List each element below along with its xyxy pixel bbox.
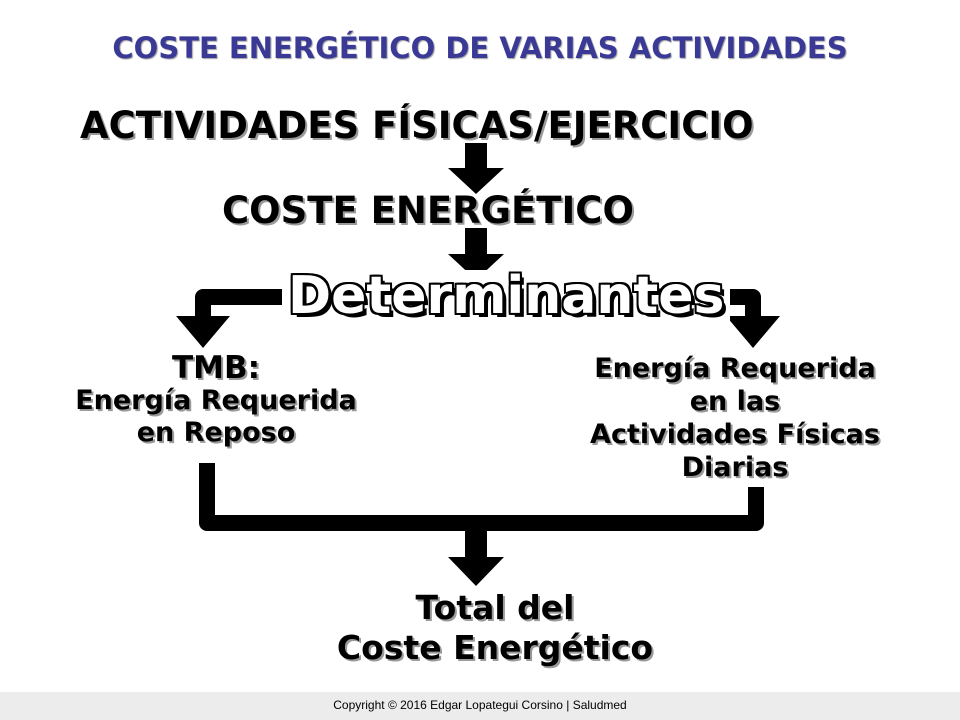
node-activities: ACTIVIDADES FÍSICAS/EJERCICIO bbox=[80, 104, 754, 147]
tmb-heading: TMB: bbox=[171, 350, 261, 386]
daily-line-3: Actividades Físicas bbox=[590, 419, 880, 450]
tmb-line-2: en Reposo bbox=[136, 417, 296, 448]
daily-line-2: en las bbox=[689, 386, 781, 417]
slide-title: COSTE ENERGÉTICO DE VARIAS ACTIVIDADES bbox=[112, 31, 848, 65]
arrow-cost-to-determinants bbox=[448, 228, 504, 280]
daily-line-4: Diarias bbox=[681, 452, 789, 483]
copyright-text: Copyright © 2016 Edgar Lopategui Corsino… bbox=[333, 698, 627, 712]
node-determinants: Determinantes bbox=[282, 270, 731, 322]
connector-left-branch bbox=[176, 289, 290, 348]
connector-merge bbox=[199, 463, 764, 586]
footer-bar bbox=[0, 692, 960, 720]
total-line-1: Total del bbox=[415, 588, 575, 627]
node-energy-cost: COSTE ENERGÉTICO bbox=[222, 189, 634, 232]
node-tmb: TMB: Energía Requerida en Reposo bbox=[36, 352, 396, 449]
node-total: Total del Coste Energético bbox=[250, 588, 740, 668]
total-line-2: Coste Energético bbox=[336, 628, 654, 667]
arrow-activities-to-cost bbox=[448, 143, 504, 194]
node-daily-activities: Energía Requerida en las Actividades Fís… bbox=[520, 352, 950, 484]
daily-line-1: Energía Requerida bbox=[594, 353, 876, 384]
tmb-line-1: Energía Requerida bbox=[75, 385, 357, 416]
